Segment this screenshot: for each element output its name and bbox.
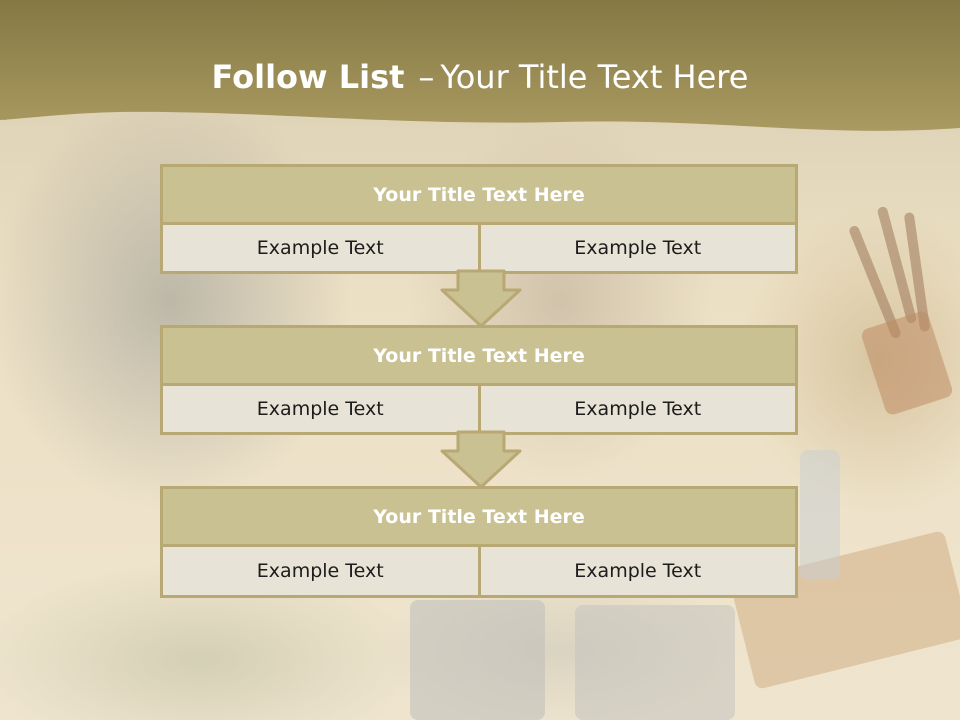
list-block-3: Your Title Text Here Example Text Exampl… [160,486,798,598]
block-cell-left: Example Text [163,386,478,432]
list-block-1: Your Title Text Here Example Text Exampl… [160,164,798,274]
block-row: Example Text Example Text [163,386,795,432]
block-row: Example Text Example Text [163,225,795,271]
header-band: Follow List–Your Title Text Here [0,0,960,135]
title-separator: – [418,58,435,96]
glass-shape [800,450,840,580]
list-block-2: Your Title Text Here Example Text Exampl… [160,325,798,435]
block-title: Your Title Text Here [163,328,795,386]
block-cell-right: Example Text [477,386,795,432]
block-cell-right: Example Text [477,547,795,595]
down-arrow-icon [440,269,522,328]
title-rest-part: Your Title Text Here [440,58,749,96]
plant-pot-shape [410,600,545,720]
plant-pot-shape [575,605,735,720]
block-cell-left: Example Text [163,547,478,595]
block-row: Example Text Example Text [163,547,795,595]
page-title: Follow List–Your Title Text Here [0,52,960,102]
down-arrow-icon [440,430,522,489]
block-cell-right: Example Text [477,225,795,271]
block-title: Your Title Text Here [163,489,795,547]
block-cell-left: Example Text [163,225,478,271]
header-wave [0,0,960,131]
block-title: Your Title Text Here [163,167,795,225]
title-bold-part: Follow List [211,58,405,96]
